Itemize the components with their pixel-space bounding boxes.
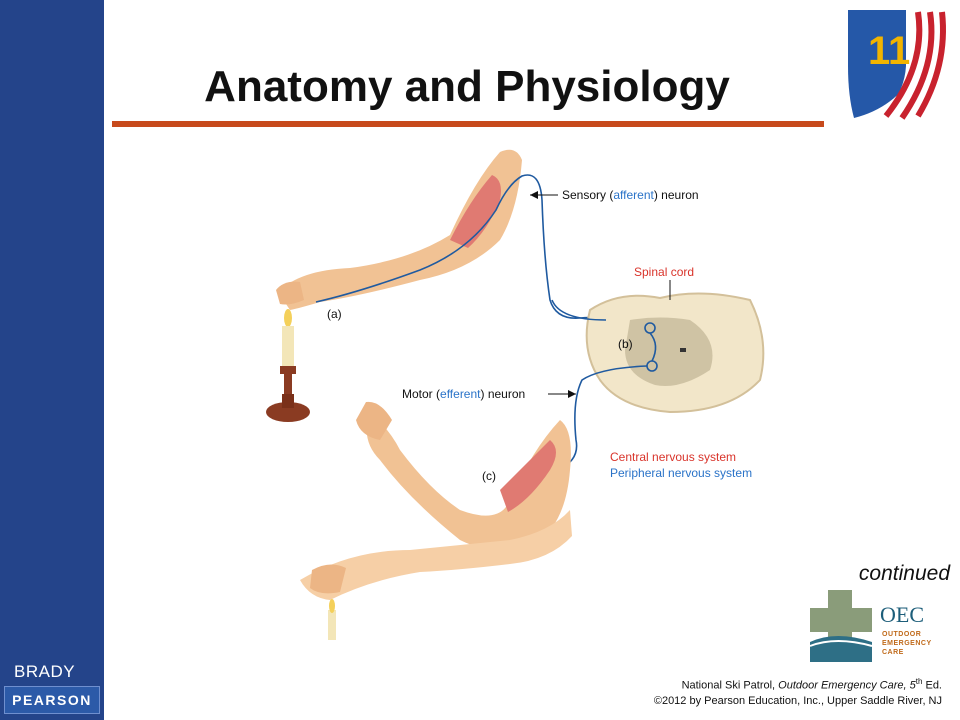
title-underline [112,121,824,127]
figure-label-c: (c) [482,469,496,483]
sensory-neuron-label: Sensory (afferent) neuron [562,188,699,202]
legend-pns: Peripheral nervous system [610,466,752,480]
left-sidebar: BRADY PEARSON [0,0,104,720]
upper-arm-illustration [276,149,611,323]
copyright-credit: National Ski Patrol, Outdoor Emergency C… [654,674,942,709]
motor-neuron-label: Motor (efferent) neuron [402,387,525,401]
credit-line-1: National Ski Patrol, Outdoor Emergency C… [681,677,942,692]
oec-line1: OUTDOOR [882,631,921,638]
credit-line-2: ©2012 by Pearson Education, Inc., Upper … [653,694,942,707]
figure-label-b: (b) [618,337,633,351]
slide-title: Anatomy and Physiology [204,62,730,111]
chapter-badge-icon: 11 [848,10,947,122]
figure-label-a: (a) [327,307,342,321]
oec-logo: OEC OUTDOOR EMERGENCY CARE [806,586,952,666]
oec-abbrev: OEC [880,602,924,627]
lower-arm-illustration [300,401,572,640]
pearson-logo: PEARSON [4,686,100,714]
reflex-arc-figure: Sensory (afferent) neuron Spinal cord Mo… [266,149,765,640]
spinal-cord-label: Spinal cord [634,265,694,279]
spinal-cord-illustration [551,292,765,471]
legend-cns: Central nervous system [610,450,736,464]
badge-number: 11 [868,29,910,73]
continued-label: continued [858,562,950,585]
brady-logo-text: BRADY [14,662,76,681]
oec-line3: CARE [882,649,904,656]
candle-icon [266,309,310,422]
oec-line2: EMERGENCY [882,640,932,647]
